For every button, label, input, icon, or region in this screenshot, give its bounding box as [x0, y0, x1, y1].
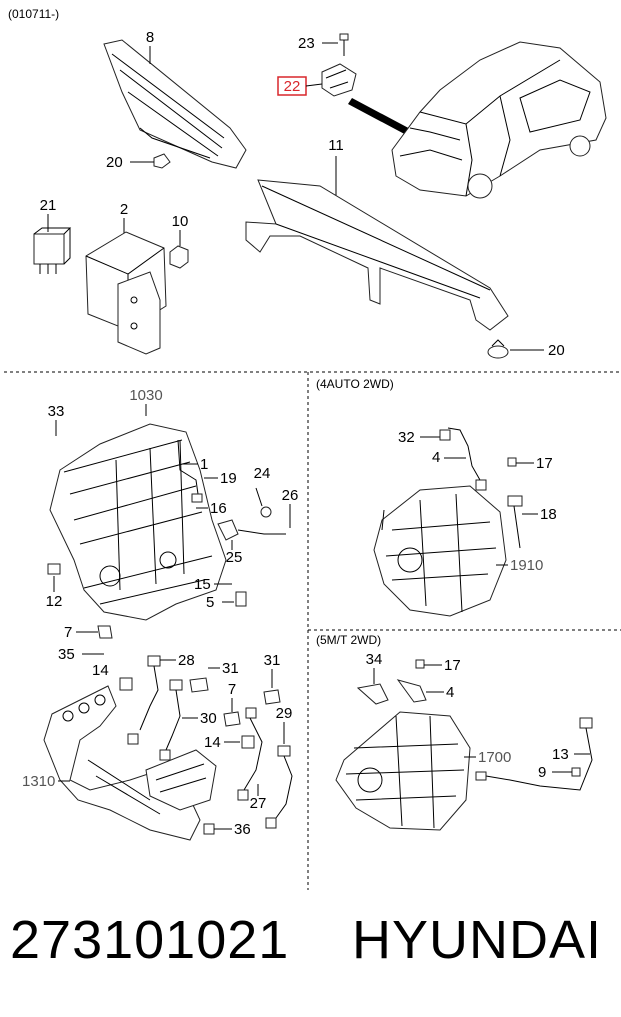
speed-sensor-part-4b[interactable]: [396, 679, 427, 703]
bolt-part-17a[interactable]: [507, 457, 517, 467]
label-17a: 17: [536, 455, 553, 472]
bracket-part-7b[interactable]: [223, 711, 241, 727]
brand-name: HYUNDAI: [352, 910, 603, 970]
o2-sensor-part-30b[interactable]: [159, 679, 183, 761]
van-illustration: [391, 41, 607, 199]
sensor-part-13[interactable]: [475, 717, 593, 791]
label-8: 8: [146, 29, 154, 46]
label-25: 25: [226, 549, 243, 566]
label-21: 21: [40, 197, 57, 214]
label-16: 16: [210, 500, 227, 517]
bolt-part-23[interactable]: [339, 33, 349, 56]
label-4a: 4: [432, 449, 440, 466]
grommet-part-20b[interactable]: [487, 339, 509, 359]
label-1310: 1310: [22, 773, 55, 790]
label-22[interactable]: 22: [284, 78, 301, 95]
label-9: 9: [538, 764, 546, 781]
connector-part-31b[interactable]: [263, 689, 281, 705]
label-30: 30: [200, 710, 217, 727]
label-20b: 20: [548, 342, 565, 359]
label-17b: 17: [444, 657, 461, 674]
o2-sensor-part-30[interactable]: [127, 655, 161, 745]
label-36: 36: [234, 821, 251, 838]
speed-sensor-part-4a[interactable]: [447, 427, 487, 491]
sensor-part-24[interactable]: [255, 487, 272, 518]
label-19: 19: [220, 470, 237, 487]
auto-transmission: [373, 485, 507, 617]
nut-part-14b[interactable]: [241, 735, 255, 749]
label-14b: 14: [204, 734, 221, 751]
label-12: 12: [46, 593, 63, 610]
sensor-part-12[interactable]: [47, 563, 61, 575]
label-2: 2: [120, 201, 128, 218]
label-5: 5: [206, 594, 214, 611]
label-11: 11: [328, 137, 344, 154]
location-arrow: [348, 98, 416, 138]
part-number: 273101021: [10, 910, 290, 970]
label-20a: 20: [106, 154, 123, 171]
label-23: 23: [298, 35, 315, 52]
label-1700: 1700: [478, 749, 511, 766]
label-1910: 1910: [510, 557, 543, 574]
label-14a: 14: [92, 662, 109, 679]
label-15: 15: [194, 576, 211, 593]
bracket-part-34[interactable]: [356, 683, 389, 705]
crossmember-part-11[interactable]: [245, 179, 509, 331]
clip-part-20a[interactable]: [153, 153, 171, 169]
label-34: 34: [366, 651, 383, 668]
label-29: 29: [276, 705, 293, 722]
footer: 273101021 HYUNDAI: [0, 895, 621, 985]
nut-part-10[interactable]: [169, 245, 189, 269]
label-26: 26: [282, 487, 299, 504]
exhaust-manifold: [43, 685, 217, 841]
label-35: 35: [58, 646, 75, 663]
nut-part-14a[interactable]: [119, 677, 133, 691]
label-1: 1: [200, 456, 208, 473]
sensor-part-1[interactable]: [177, 439, 203, 503]
manual-transmission: [335, 711, 471, 831]
relay-part-21[interactable]: [33, 227, 72, 274]
ecu-cover-part[interactable]: [103, 39, 247, 169]
sensor-part-18[interactable]: [507, 495, 523, 549]
ecu-module-part-2[interactable]: [85, 231, 167, 355]
sensor-part-36[interactable]: [203, 823, 215, 835]
sensor-part-25[interactable]: [217, 519, 286, 541]
label-1030: 1030: [129, 387, 162, 404]
o2-sensor-part-27[interactable]: [237, 707, 263, 801]
label-32: 32: [398, 429, 415, 446]
label-31b: 31: [264, 652, 281, 669]
connector-part-31a[interactable]: [189, 677, 209, 693]
bolt-part-9[interactable]: [571, 767, 581, 777]
sensor-part-22[interactable]: [321, 63, 357, 97]
bolt-part-17b[interactable]: [415, 659, 425, 669]
sensor-part-5[interactable]: [235, 591, 247, 607]
label-10: 10: [172, 213, 189, 230]
label-4b: 4: [446, 684, 454, 701]
label-24: 24: [254, 465, 271, 482]
label-7b: 7: [228, 681, 236, 698]
bracket-part-7a[interactable]: [97, 625, 113, 639]
label-31a: 31: [222, 660, 239, 677]
section-auto-title: (4AUTO 2WD): [316, 377, 394, 391]
engine-block: [49, 423, 227, 621]
label-33: 33: [48, 403, 65, 420]
label-28: 28: [178, 652, 195, 669]
label-7a: 7: [64, 624, 72, 641]
section-manual-title: (5M/T 2WD): [316, 633, 381, 647]
label-18: 18: [540, 506, 557, 523]
bracket-part-32[interactable]: [439, 429, 451, 441]
o2-sensor-part-29[interactable]: [265, 745, 293, 829]
header-code: (010711-): [8, 7, 59, 21]
label-13: 13: [552, 746, 569, 763]
label-27: 27: [250, 795, 267, 812]
